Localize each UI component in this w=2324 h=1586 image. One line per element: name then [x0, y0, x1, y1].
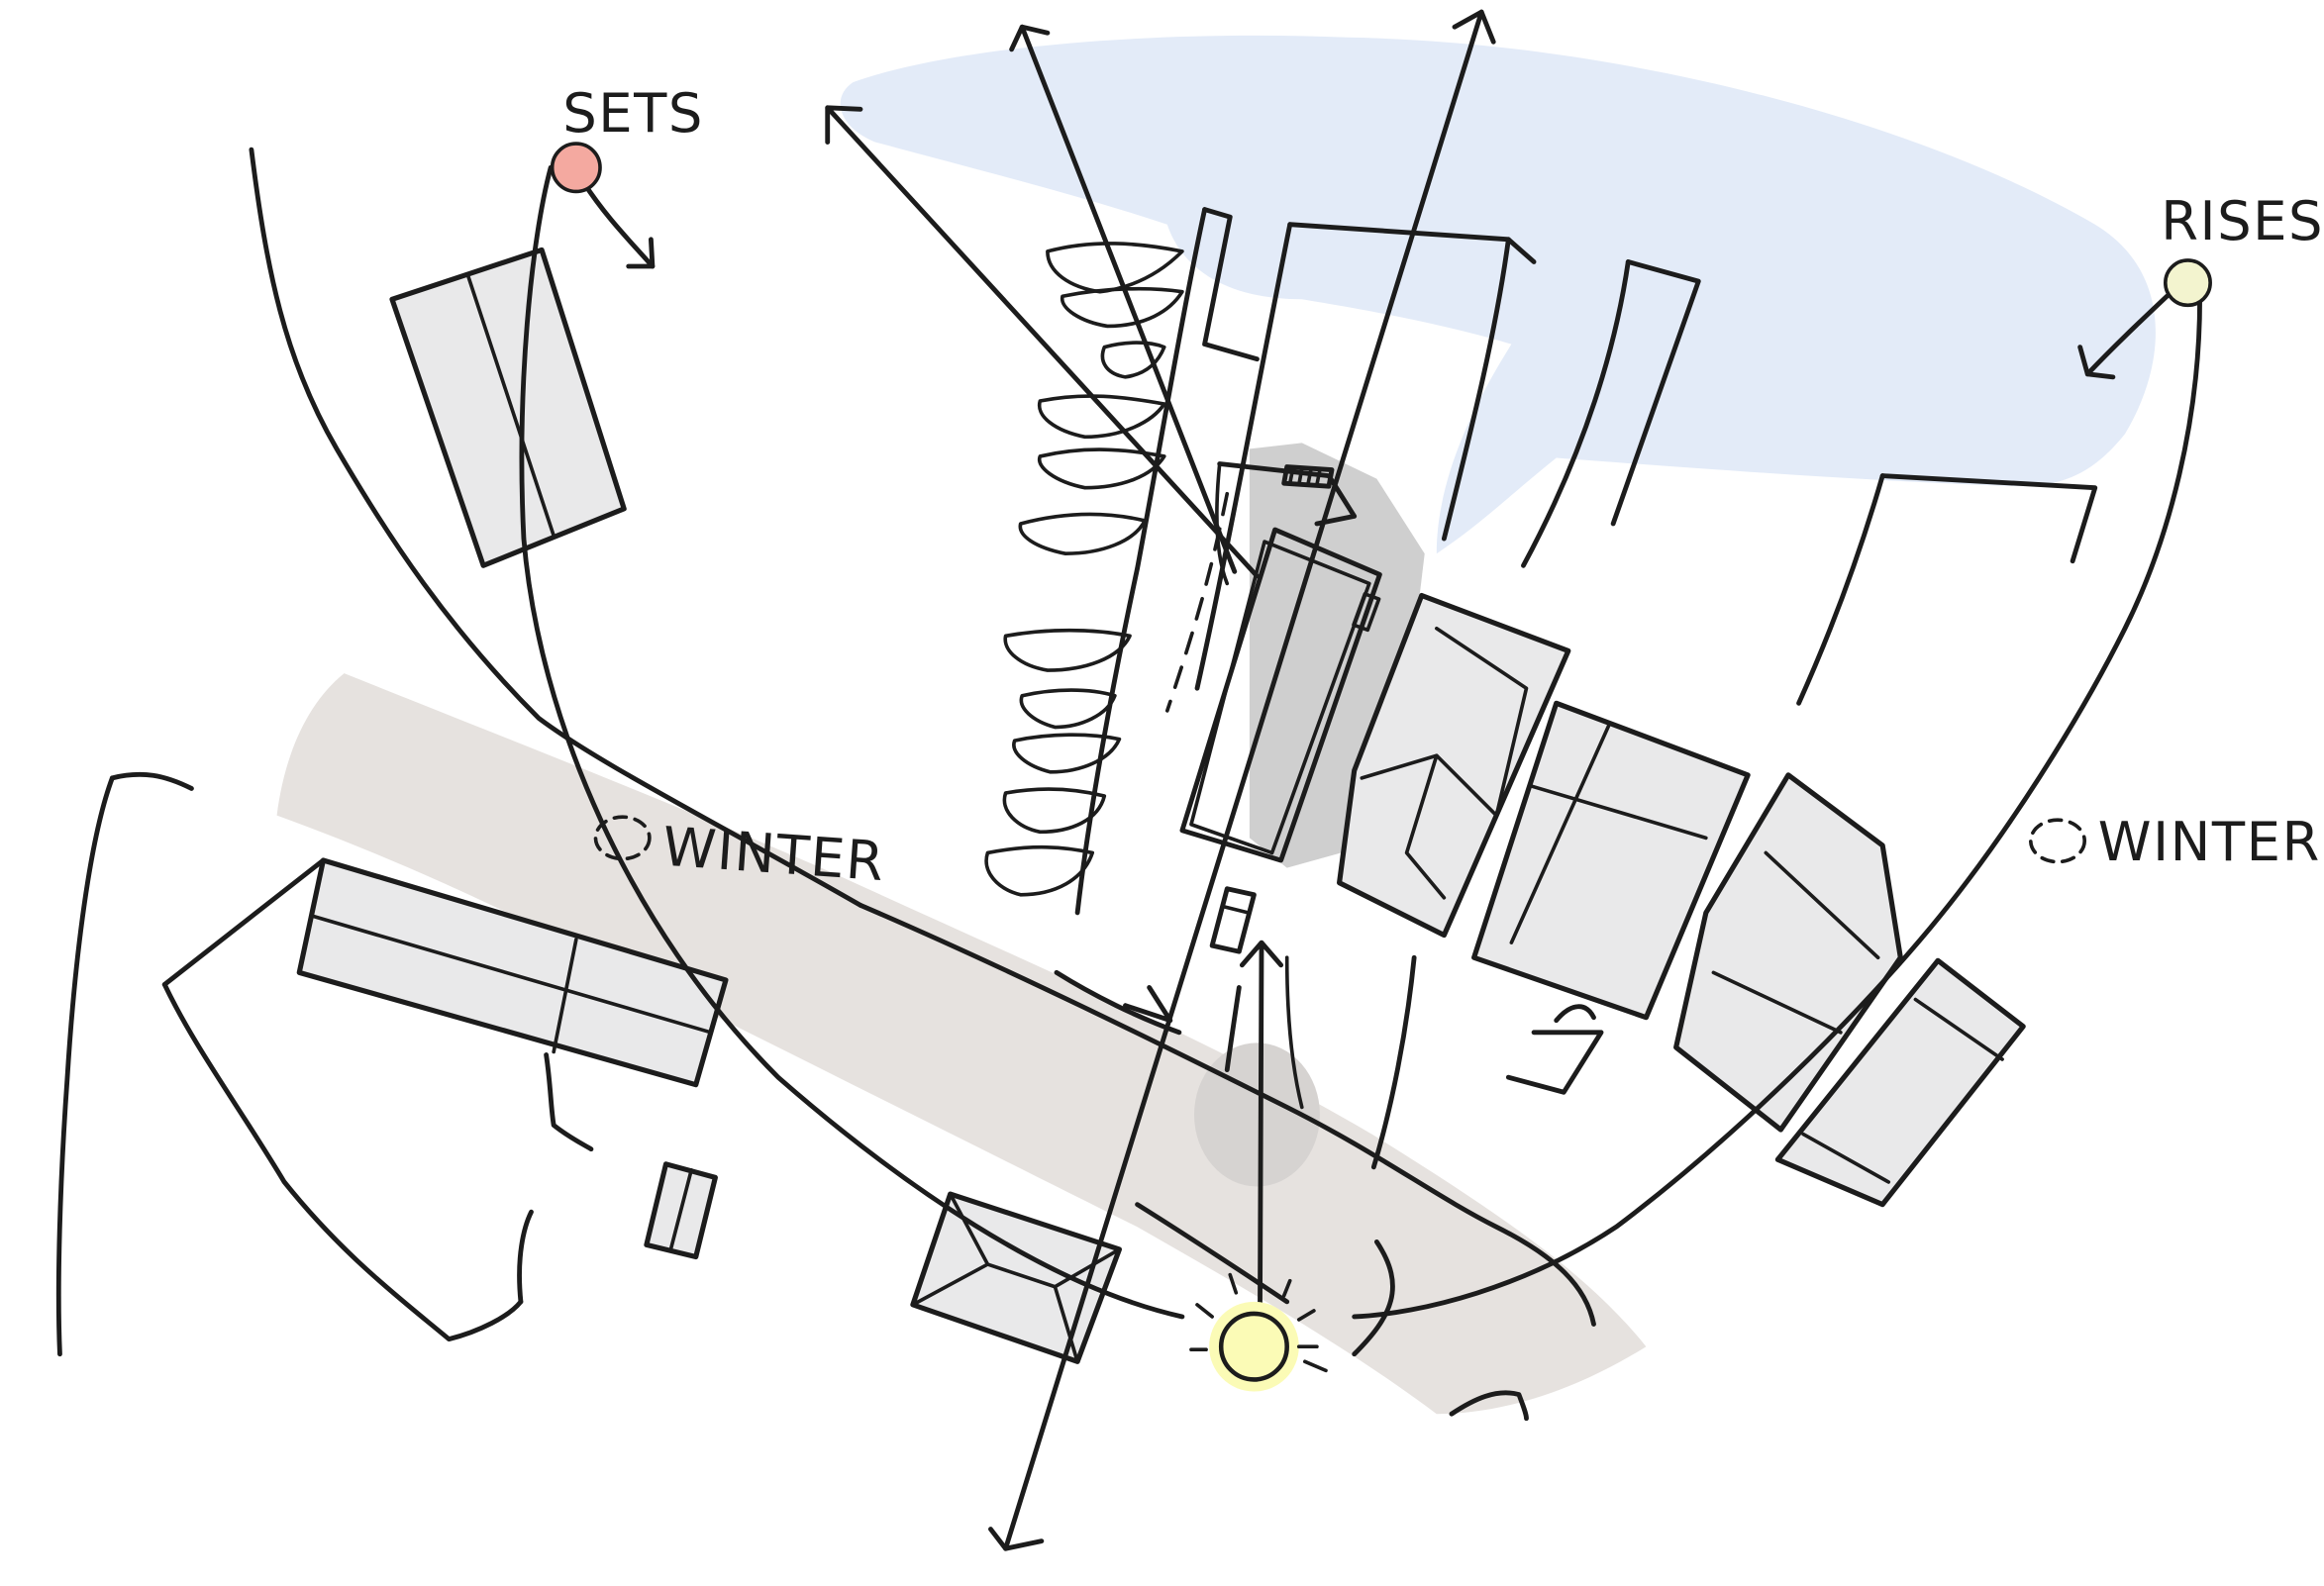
car [1209, 886, 1257, 954]
winter-sun-west-icon [593, 815, 652, 861]
orientation-axes [825, 9, 1496, 1551]
winter-sun-east-icon [2028, 818, 2087, 864]
winter-west-label: WINTER [660, 816, 887, 894]
building-nw [389, 247, 627, 568]
building-east-3 [1673, 772, 1903, 1133]
rises-label: RISES [2161, 190, 2324, 252]
site-linework [55, 147, 2098, 1422]
buildings [296, 247, 2026, 1364]
building-east-2 [1471, 700, 1751, 1021]
sun-icon [1189, 1272, 1328, 1392]
building-east-4 [1774, 957, 2026, 1208]
building-east-1 [1337, 592, 1571, 939]
winter-east-label: WINTER [2098, 811, 2321, 873]
sunrise-sun-icon [2163, 258, 2212, 308]
sets-label: SETS [562, 82, 704, 145]
building-central [1179, 527, 1382, 863]
building-sw-terrace [296, 857, 729, 1088]
sun-paths [519, 164, 2202, 1320]
sunset-sun-icon [550, 142, 602, 194]
